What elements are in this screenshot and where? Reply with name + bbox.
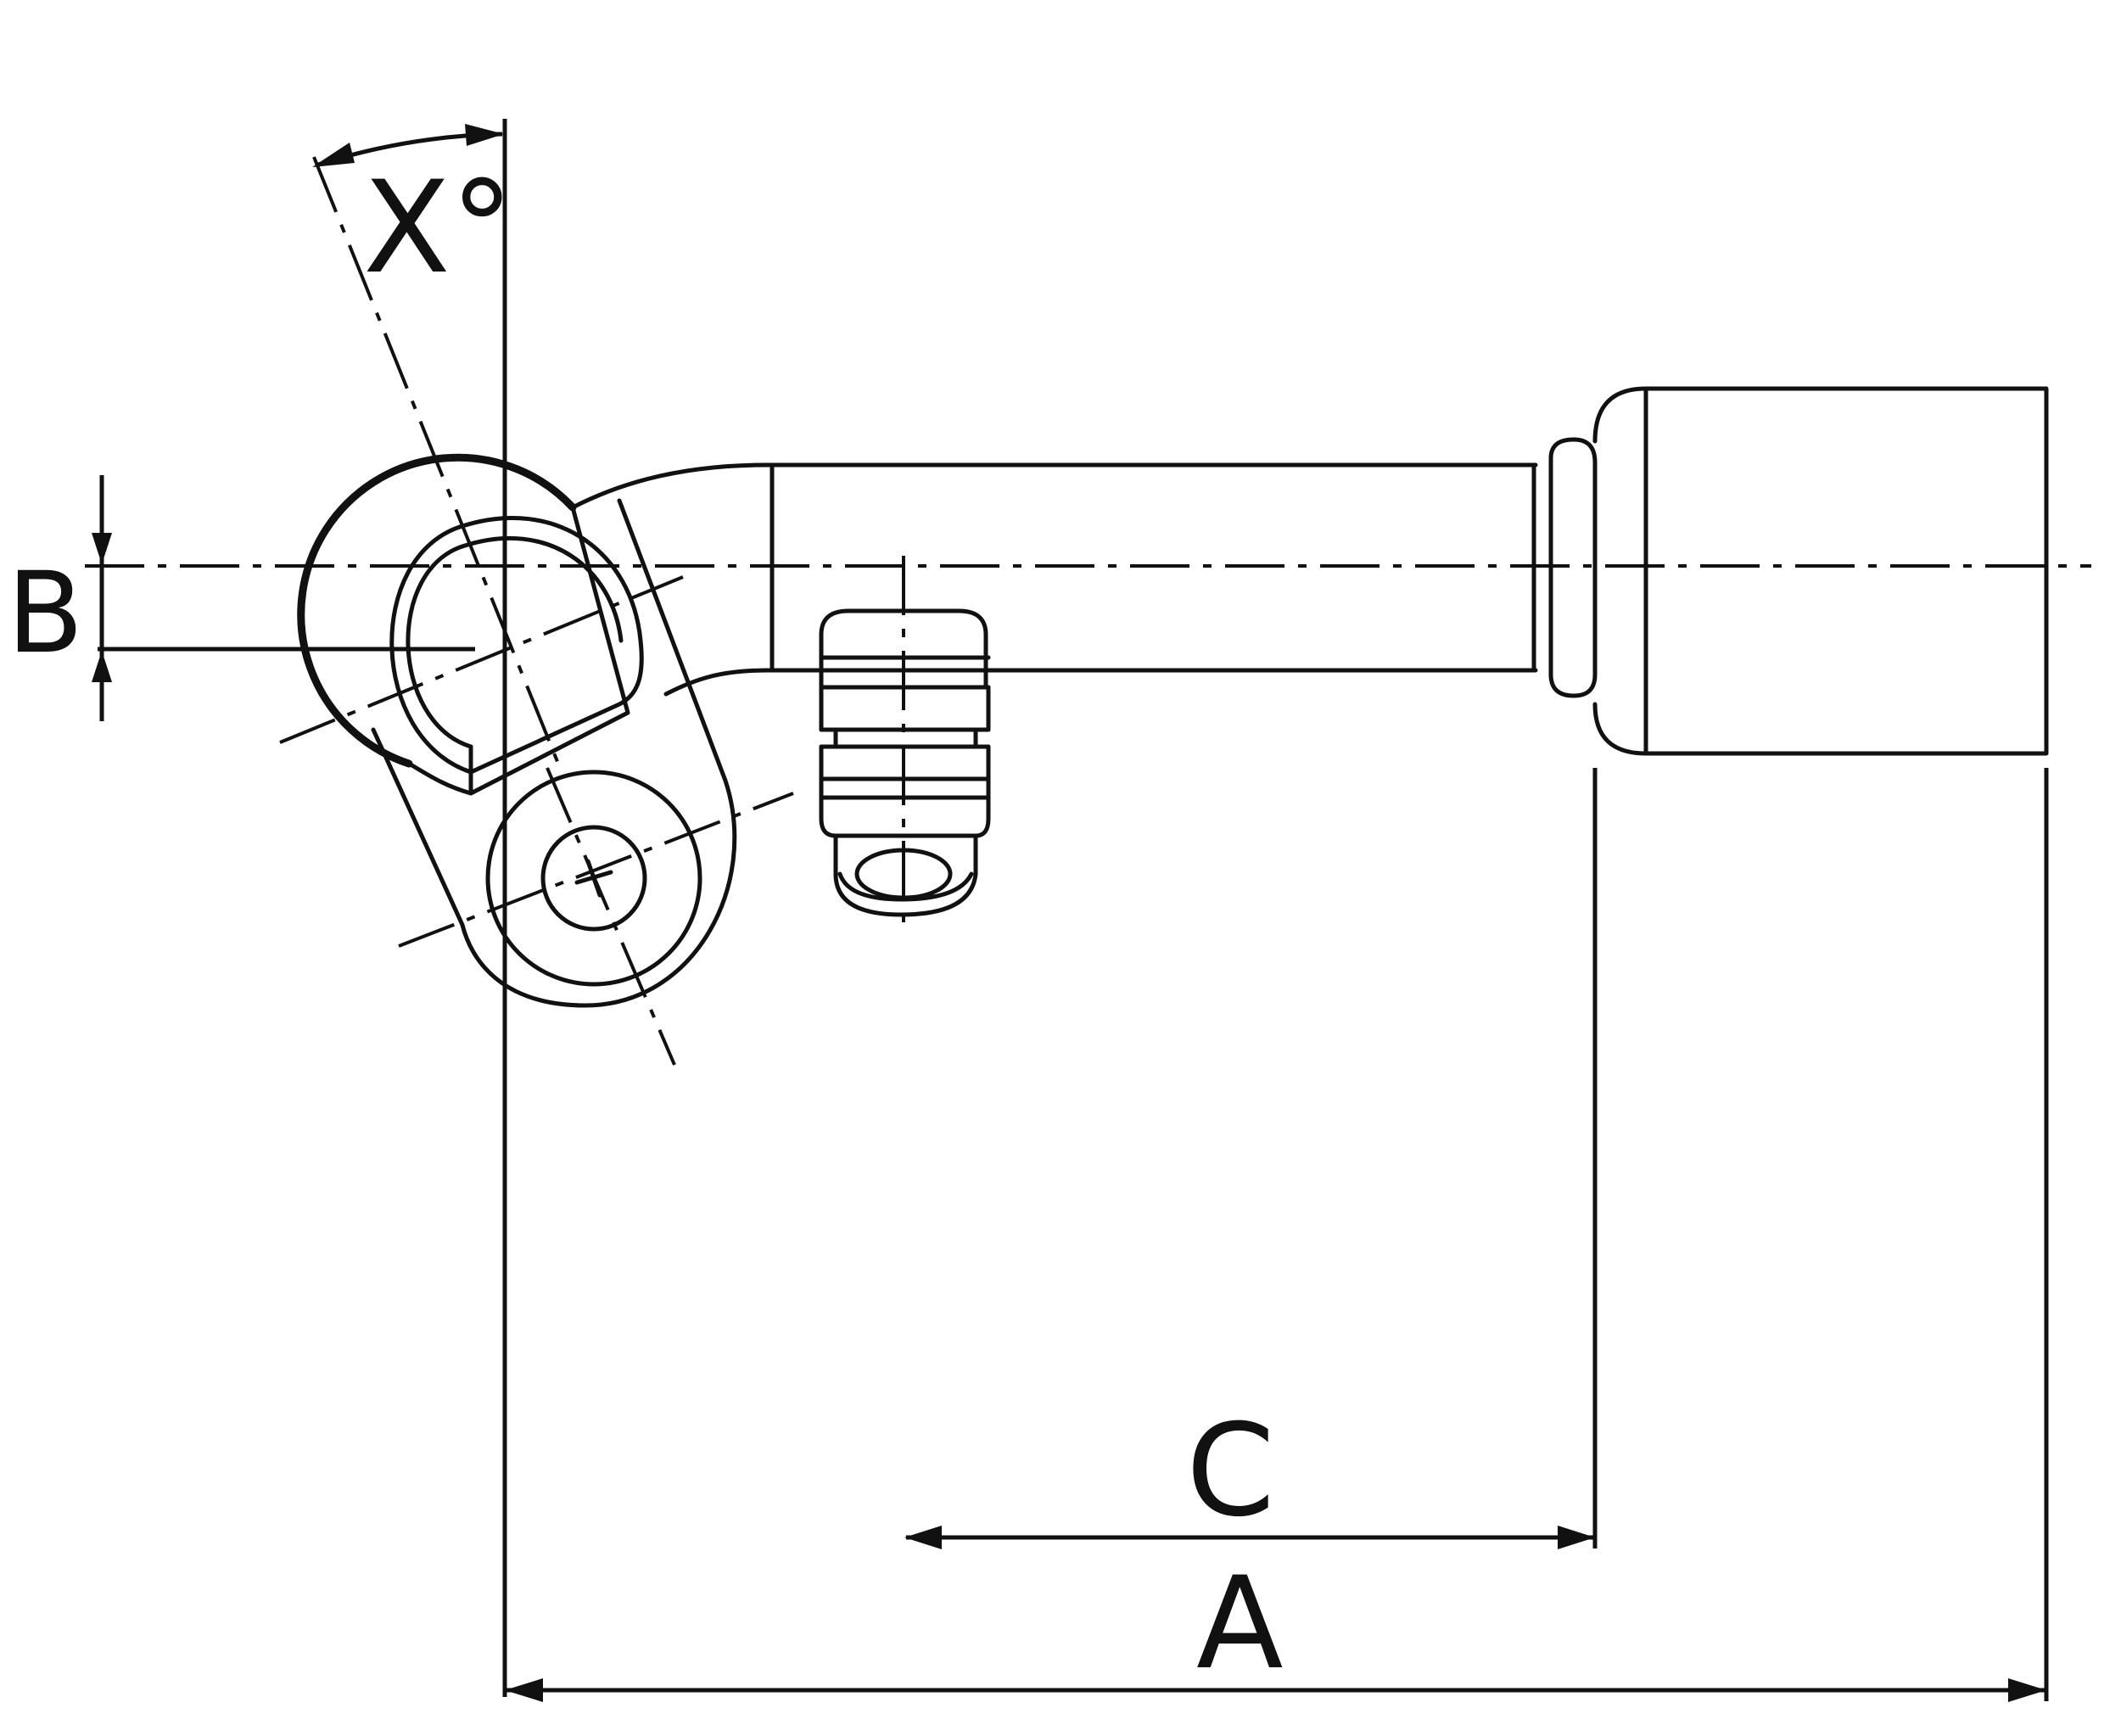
tube-bead-ring <box>1548 437 1598 698</box>
dimension-angle: X° <box>312 119 514 1697</box>
dimension-center-distance: C <box>904 768 1598 1549</box>
angle-arrow-left <box>312 143 355 167</box>
hole-axis-line <box>546 767 676 1066</box>
bolt-hole-cross-v <box>585 859 602 898</box>
eye-cross-line-a <box>279 575 684 744</box>
elbow-lower-outline <box>663 668 770 697</box>
c-label: C <box>1186 1397 1275 1545</box>
service-port-cap <box>819 608 988 690</box>
dimension-overall-length: A <box>505 768 2049 1702</box>
bolt-hole <box>540 825 647 932</box>
offset-arrow-upper <box>92 533 112 564</box>
centerlines <box>85 156 2091 1066</box>
mount-eye-outer <box>485 770 702 987</box>
service-port <box>819 608 991 917</box>
a-arrow-left <box>505 1678 543 1702</box>
c-arrow-left <box>904 1526 942 1549</box>
a-label: A <box>1196 1550 1284 1698</box>
round-port-bore-inner <box>406 535 624 749</box>
round-port-outer-ring <box>297 453 577 768</box>
dimension-offset: B <box>7 475 475 721</box>
ferrule-sleeve <box>1592 386 2049 756</box>
round-port-bore <box>389 516 644 775</box>
fitting-body <box>297 386 2049 1008</box>
service-port-nozzle <box>833 833 978 917</box>
eye-cross-line-b <box>398 792 794 948</box>
block-head-outline <box>371 498 737 1008</box>
angle-label: X° <box>363 154 514 302</box>
a-arrow-right <box>2008 1678 2046 1702</box>
elbow-upper-outline <box>570 462 770 510</box>
offset-label: B <box>7 548 84 679</box>
offset-arrow-lower <box>92 651 112 682</box>
angle-arrow-right <box>465 124 504 146</box>
service-port-opening <box>854 848 953 900</box>
c-arrow-right <box>1558 1526 1595 1549</box>
service-port-body <box>819 655 991 838</box>
